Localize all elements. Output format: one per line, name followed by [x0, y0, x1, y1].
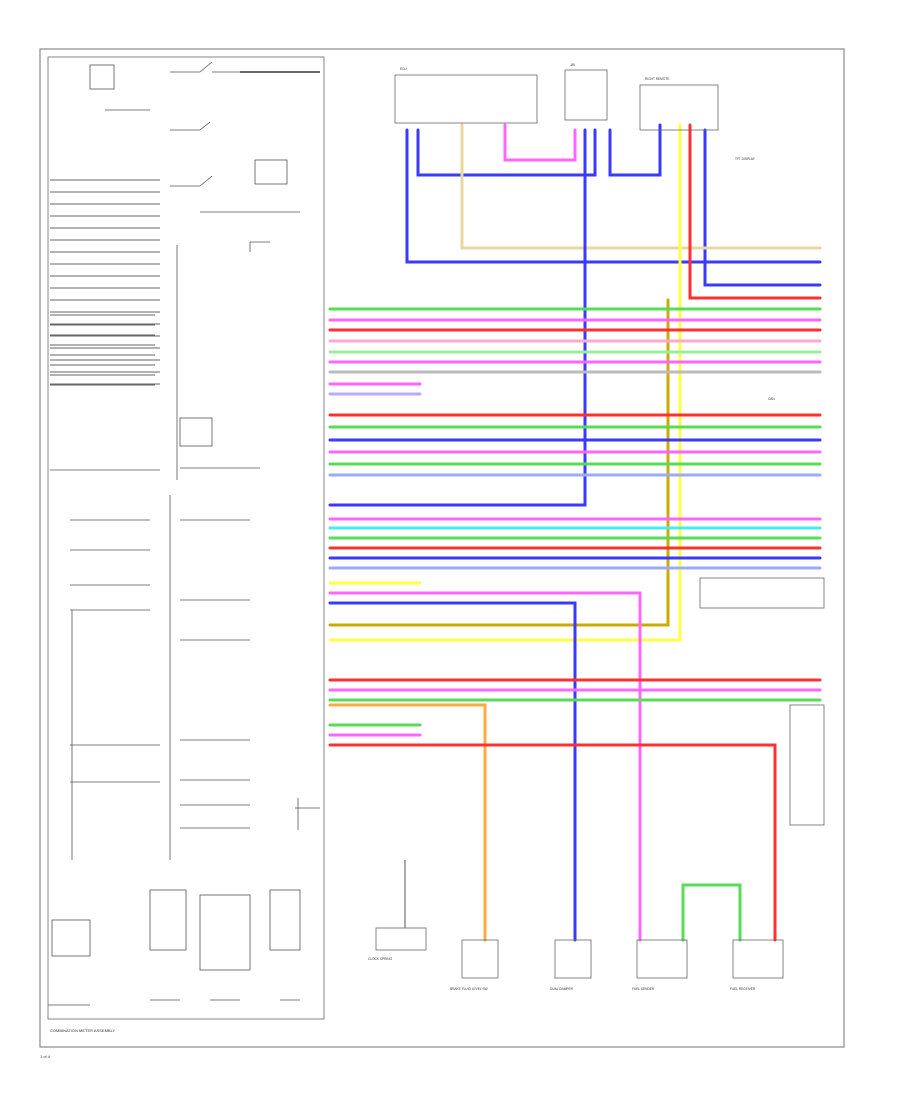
label-tft-display: TFT DISPLAY — [735, 157, 756, 161]
label-fuel-sender: FUEL SENDER — [632, 987, 655, 991]
label-top-module-right: RIGHT REMOTE — [645, 77, 669, 81]
wire-green-jumper — [681, 883, 742, 942]
bottom-switch-box-3 — [199, 894, 251, 971]
left-pin-block-upper — [50, 179, 160, 385]
page-number: 1 of 4 — [40, 1054, 51, 1059]
top-module-right — [639, 84, 719, 131]
light-reset-box — [179, 417, 213, 447]
diagram-frame — [39, 48, 845, 1048]
wire-blue-right — [608, 123, 662, 177]
component-dual-damper — [554, 939, 592, 979]
label-brake-fluid: BRAKE FLUID LEVEL SW — [450, 987, 488, 991]
wire-pink-top — [503, 123, 577, 162]
left-pin-block-lower — [50, 314, 155, 386]
wire-blue-loop — [416, 128, 597, 177]
wire-blue-drop — [328, 601, 577, 942]
bottom-component-layer — [375, 927, 784, 979]
label-can: CAN — [768, 397, 775, 401]
wire-olive-vertical — [328, 298, 670, 627]
wire-blue-top — [405, 128, 822, 264]
component-fuel-receiver — [732, 939, 784, 979]
meter-internal-symbols — [50, 61, 320, 860]
label-top-module-left: ECU — [400, 67, 407, 71]
label-dual-damper: DUAL DAMPER — [550, 987, 574, 991]
bottom-switch-box-1 — [51, 919, 91, 957]
wire-yellow-vertical — [328, 123, 682, 642]
bottom-switch-group — [48, 889, 301, 1006]
component-fuel-sender — [636, 939, 688, 979]
wire-orange-drop — [328, 703, 487, 942]
label-clock-spring: CLOCK SPRING — [368, 957, 393, 961]
label-top-module-center: J/B — [570, 63, 575, 67]
meter-lamp-box — [89, 64, 115, 90]
footer-caption: COMBINATION METER ASSEMBLY — [50, 1028, 116, 1033]
wire-layer — [328, 123, 822, 942]
top-module-layer — [394, 69, 825, 826]
meter-module-box — [254, 159, 288, 185]
wire-blue-tft — [703, 128, 822, 287]
bottom-switch-box-2 — [149, 889, 187, 951]
bottom-switch-box-4 — [269, 889, 301, 951]
right-switch-box — [789, 704, 825, 826]
wire-blue-vertical — [328, 128, 587, 507]
component-brake-fluid — [461, 939, 499, 979]
top-module-left — [394, 74, 538, 124]
mid-connector-box — [699, 577, 825, 609]
wire-pink-drop — [328, 591, 642, 942]
combination-meter-outline — [47, 56, 325, 1020]
wire-tan — [460, 123, 822, 250]
top-module-center — [564, 69, 608, 121]
component-clock-spring — [375, 927, 427, 951]
wire-red-tft — [688, 123, 822, 300]
label-fuel-receiver: FUEL RECEIVER — [730, 987, 756, 991]
wire-red-drop — [328, 743, 777, 942]
